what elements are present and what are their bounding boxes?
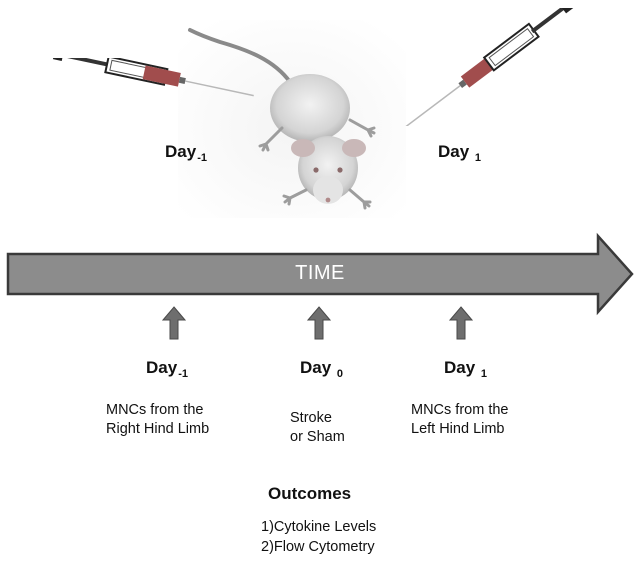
description-line: Right Hind Limb [106,420,209,439]
event-description: Stroke or Sham [290,409,345,447]
description-line: Stroke [290,409,345,428]
outcomes-title: Outcomes [268,484,351,504]
description-line: MNCs from the [411,401,509,420]
event-description: MNCs from the Right Hind Limb [106,401,209,439]
syringe-icon [40,58,260,128]
time-label: TIME [250,262,390,285]
outcome-item: 1)Cytokine Levels [261,517,376,537]
up-arrow-icon [449,306,473,340]
top-day-label-one: Day 1 [438,142,481,164]
description-line: Left Hind Limb [411,420,509,439]
event-day-label: Day 1 [444,358,487,380]
event-day-label: Day-1 [146,358,188,380]
top-day-label-minus-one: Day-1 [165,142,207,164]
description-line: MNCs from the [106,401,209,420]
description-line: or Sham [290,428,345,447]
outcomes-list: 1)Cytokine Levels 2)Flow Cytometry [261,517,376,557]
up-arrow-icon [162,306,186,340]
event-day-label: Day 0 [300,358,343,380]
syringe-icon [390,8,580,126]
up-arrow-icon [307,306,331,340]
outcome-item: 2)Flow Cytometry [261,537,376,557]
event-description: MNCs from the Left Hind Limb [411,401,509,439]
